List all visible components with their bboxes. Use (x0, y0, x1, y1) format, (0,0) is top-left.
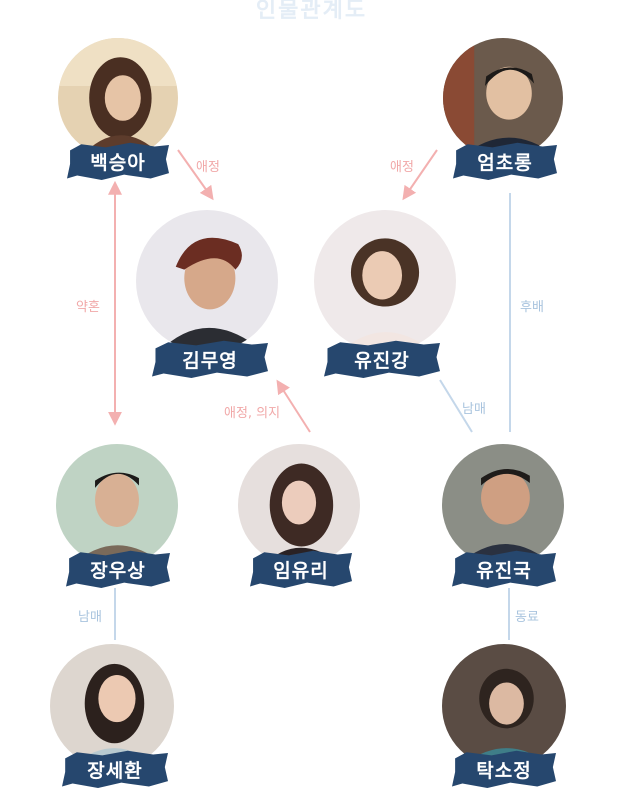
arrow-baek-to-kim (177, 149, 214, 201)
portrait-jang-woosang (56, 444, 178, 566)
relation-label-eom-yoo-jinguk: 후배 (520, 300, 544, 315)
nameplate-tak-sojung: 탁소정 (452, 750, 556, 788)
person-card-baek: 백승아 (55, 38, 181, 180)
person-card-jang-sewan: 장세환 (50, 644, 176, 789)
person-card-kim: 김무영 (136, 210, 280, 380)
nameplate-im-yuri: 임유리 (250, 550, 352, 588)
line-yoo-jinkang-yoo-jinguk (439, 379, 473, 433)
portrait-eom (443, 38, 563, 158)
person-card-tak-sojung: 탁소정 (442, 644, 568, 789)
person-card-yoo-jinkang: 유진강 (314, 210, 458, 380)
nameplate-yoo-jinkang: 유진강 (324, 340, 440, 378)
relation-label-im-yuri-kim: 애정, 의지 (224, 406, 281, 421)
portrait-yoo-jinkang (314, 210, 456, 352)
person-card-jang-woosang: 장우상 (56, 444, 182, 589)
relation-label-yoo-siblings: 남매 (462, 402, 486, 417)
person-card-im-yuri: 임유리 (238, 444, 364, 589)
diagram-title: 인물관계도 (255, 0, 368, 23)
portrait-baek (58, 38, 178, 158)
relation-label-baek-kim: 애정 (196, 160, 220, 175)
arrow-im-yuri-to-kim (276, 379, 311, 433)
portrait-im-yuri (238, 444, 360, 566)
person-card-yoo-jinguk: 유진국 (442, 444, 568, 589)
nameplate-kim: 김무영 (152, 340, 268, 378)
nameplate-baek: 백승아 (67, 142, 169, 180)
nameplate-jang-sewan: 장세환 (62, 750, 168, 788)
portrait-jang-sewan (50, 644, 174, 768)
relation-label-baek-jang-woosang: 약혼 (76, 300, 100, 315)
arrow-eom-to-yoo-jinkang (402, 149, 438, 201)
nameplate-eom: 엄초롱 (453, 142, 557, 180)
portrait-kim (136, 210, 278, 352)
nameplate-yoo-jinguk: 유진국 (452, 550, 556, 588)
relation-label-jang-siblings: 남매 (78, 610, 102, 625)
nameplate-jang-woosang: 장우상 (66, 550, 170, 588)
portrait-yoo-jinguk (442, 444, 564, 566)
person-card-eom: 엄초롱 (443, 38, 569, 180)
portrait-tak-sojung (442, 644, 566, 768)
relation-label-eom-yoo-jinkang: 애정 (390, 160, 414, 175)
relation-label-colleague: 동료 (515, 610, 539, 625)
